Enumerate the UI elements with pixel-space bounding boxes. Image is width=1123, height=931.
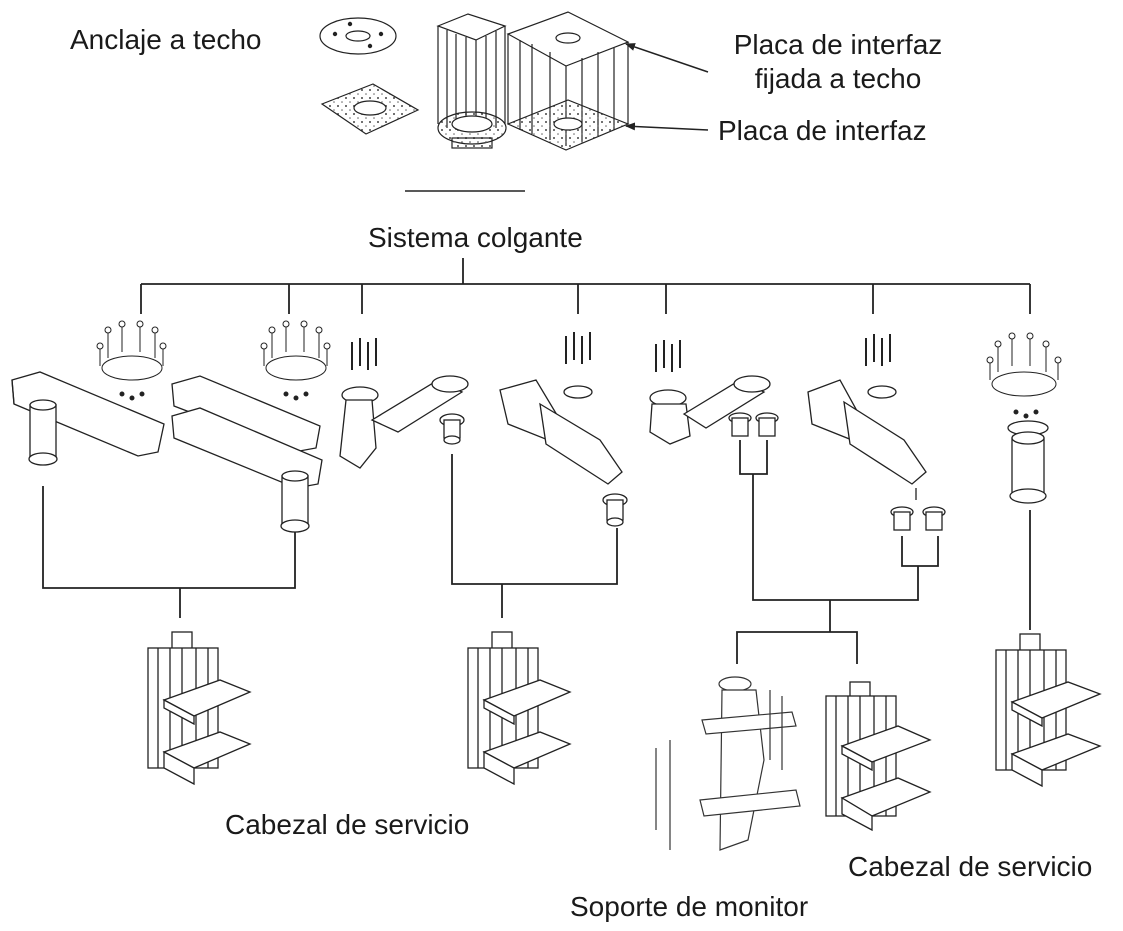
- ceiling-plate: [320, 83, 420, 135]
- mounting-bolts-7: [986, 332, 1062, 419]
- pendant-arm-6: [807, 379, 946, 531]
- mounting-bolts-3: [351, 338, 377, 370]
- mounting-bolts-1: [96, 320, 167, 401]
- ceiling-anchor-disc: [319, 17, 397, 55]
- pendant-column-7: [1007, 420, 1049, 504]
- label-monitor-support: Soporte de monitor: [570, 891, 809, 922]
- label-service-head-right: Cabezal de servicio: [848, 851, 1093, 882]
- service-head-3: [825, 681, 932, 832]
- pendant-arm-4: [499, 379, 628, 527]
- mounting-bolts-4: [565, 332, 591, 364]
- label-interface-plate-fixed: Placa de interfaz fijada a techo: [718, 28, 958, 96]
- pointer-arrow-ceiling-plate: [625, 43, 709, 73]
- monitor-support-unit: [655, 676, 801, 851]
- label-pendant-system: Sistema colgante: [368, 222, 583, 253]
- service-head-2: [467, 631, 572, 786]
- mounting-bolts-2: [260, 320, 331, 401]
- pendant-beam-2: [171, 375, 323, 533]
- interface-box: [506, 11, 630, 151]
- service-head-4: [995, 633, 1102, 788]
- service-head-1: [147, 631, 252, 786]
- label-ceiling-anchor: Anclaje a techo: [70, 24, 262, 55]
- label-interface-plate-fixed-line2: fijada a techo: [754, 63, 922, 94]
- pendant-beam-1: [11, 371, 165, 466]
- pointer-arrow-interface-plate: [625, 122, 709, 131]
- tree-connectors: [42, 258, 1031, 664]
- pendant-arm-5: [649, 375, 779, 445]
- label-service-head-left: Cabezal de servicio: [225, 809, 470, 840]
- mounting-bolts-5: [655, 340, 681, 372]
- label-interface-plate: Placa de interfaz: [718, 115, 927, 146]
- mounting-bolts-6: [865, 334, 891, 366]
- label-interface-plate-fixed-line1: Placa de interfaz: [733, 29, 943, 60]
- column-frame: [436, 13, 507, 149]
- pendant-arm-3: [339, 375, 469, 469]
